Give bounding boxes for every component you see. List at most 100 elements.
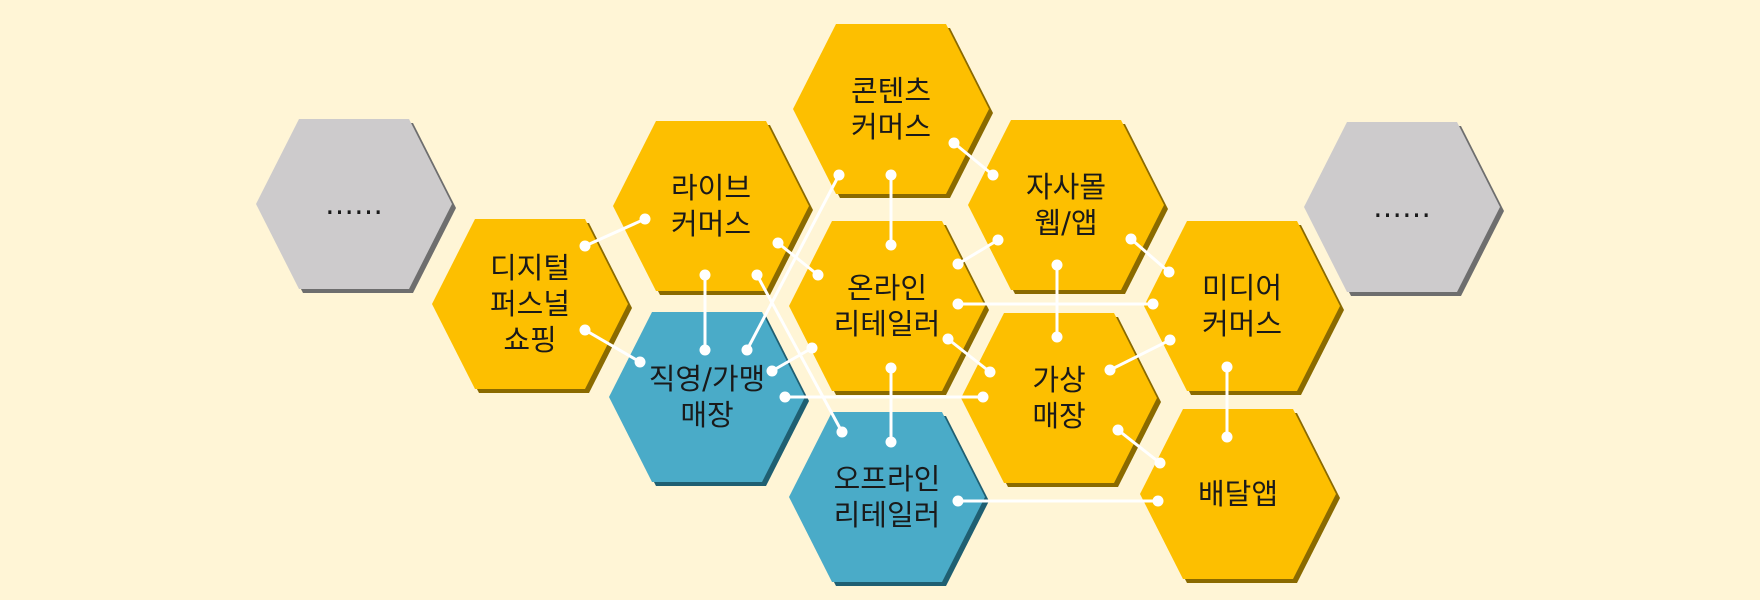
connector-endpoint-dot <box>766 365 778 377</box>
hex-shape <box>609 312 805 482</box>
connector-endpoint-dot <box>1051 331 1063 343</box>
connector-live-commerce-to-online-retailer <box>772 237 824 281</box>
connector-endpoint-dot <box>984 366 996 378</box>
hex-label-line: 가상 <box>1032 363 1085 397</box>
hex-shape <box>613 121 809 291</box>
connector-endpoint-dot <box>1221 361 1233 373</box>
hex-label-line: 매장 <box>680 398 733 432</box>
connector-endpoint-dot <box>1125 233 1137 245</box>
hex-shape <box>789 221 985 391</box>
connector-line <box>953 141 994 177</box>
hex-label-line: 디지털 <box>490 251 570 285</box>
hex-label-line: …… <box>1373 190 1431 224</box>
connector-endpoint-dot <box>952 495 964 507</box>
hex-label-line: 웹/앱 <box>1034 206 1097 240</box>
connector-endpoint-dot <box>806 342 818 354</box>
connector-endpoint-dot <box>812 269 824 281</box>
connector-endpoint-dot <box>992 234 1004 246</box>
hex-label-line: 라이브 <box>671 171 751 205</box>
hex-shape <box>793 24 989 194</box>
connector-endpoint-dot <box>885 362 897 374</box>
connector-endpoint-dot <box>942 333 954 345</box>
connector-endpoint-dot <box>885 169 897 181</box>
connector-endpoint-dot <box>836 426 848 438</box>
hex-label-line: 오프라인 <box>834 462 941 496</box>
connector-virtual-store-to-delivery-app <box>1112 424 1166 469</box>
connector-endpoint-dot <box>1104 364 1116 376</box>
connector-endpoint-dot <box>952 258 964 270</box>
connector-live-commerce-to-direct-franchise-store <box>699 269 711 356</box>
hex-label-line: 자사몰 <box>1026 170 1106 204</box>
connector-endpoint-dot <box>751 269 763 281</box>
connector-endpoint-dot <box>952 298 964 310</box>
hex-shape <box>1144 221 1340 391</box>
connector-own-mall-web-app-to-media-commerce <box>1125 233 1175 278</box>
connector-direct-franchise-store-to-online-retailer <box>766 342 818 377</box>
hex-shape <box>789 412 985 582</box>
connector-endpoint-dot <box>779 391 791 403</box>
hex-shape <box>961 313 1157 483</box>
connector-content-commerce-to-own-mall-web-app <box>948 137 999 181</box>
connector-line <box>957 238 999 266</box>
connector-content-commerce-to-online-retailer <box>885 169 897 251</box>
connector-endpoint-dot <box>1147 298 1159 310</box>
hex-label-line: 퍼스널 <box>490 287 570 321</box>
connector-endpoint-dot <box>634 356 646 368</box>
connector-line <box>771 346 813 373</box>
connector-digital-personal-shopping-to-direct-franchise-store <box>579 324 646 368</box>
hex-node-left-more: …… <box>256 119 456 293</box>
connector-endpoint-dot <box>741 344 753 356</box>
connector-layer <box>579 137 1233 507</box>
hex-label-line: 온라인 <box>847 271 927 305</box>
hex-label-line: 직영/가맹 <box>649 362 766 396</box>
connector-digital-personal-shopping-to-live-commerce <box>579 213 651 252</box>
hex-node-delivery-app: 배달앱 <box>1140 409 1340 583</box>
connector-line <box>777 241 819 277</box>
connector-endpoint-dot <box>699 269 711 281</box>
connector-endpoint-dot <box>1164 334 1176 346</box>
connector-endpoint-dot <box>579 324 591 336</box>
connector-endpoint-dot <box>885 239 897 251</box>
hex-shape <box>432 219 628 389</box>
connector-direct-franchise-store-to-virtual-store <box>779 391 989 403</box>
connector-line <box>584 328 641 364</box>
connector-endpoint-dot <box>639 213 651 225</box>
connector-online-retailer-to-offline-retailer <box>885 362 897 448</box>
hex-label-line: 매장 <box>1032 399 1085 433</box>
connector-online-retailer-to-virtual-store <box>942 333 996 378</box>
connector-endpoint-dot <box>579 240 591 252</box>
connector-line <box>947 337 991 374</box>
connector-virtual-store-to-media-commerce <box>1104 334 1176 376</box>
hex-label-line: 쇼핑 <box>503 323 556 357</box>
connector-offline-retailer-to-delivery-app <box>952 495 1164 507</box>
hex-label-line: 미디어 <box>1202 271 1282 305</box>
connector-online-retailer-to-media-commerce <box>952 298 1159 310</box>
connector-endpoint-dot <box>977 391 989 403</box>
connector-line <box>584 217 646 248</box>
connector-endpoint-dot <box>1152 495 1164 507</box>
hex-label-line: 커머스 <box>671 207 751 241</box>
hex-label-line: 콘텐츠 <box>851 74 931 108</box>
connector-endpoint-dot <box>987 169 999 181</box>
hex-shape <box>256 119 452 289</box>
hex-label-line: …… <box>325 187 383 221</box>
connector-endpoint-dot <box>948 137 960 149</box>
connector-endpoint-dot <box>833 169 845 181</box>
hex-shape <box>1140 409 1336 579</box>
hex-label-line: 리테일러 <box>834 307 941 341</box>
connector-endpoint-dot <box>1112 424 1124 436</box>
hex-label-line: 배달앱 <box>1198 477 1278 511</box>
connector-own-mall-web-app-to-virtual-store <box>1051 259 1063 343</box>
connector-endpoint-dot <box>772 237 784 249</box>
hexagon-layer: ……디지털퍼스널쇼핑라이브커머스직영/가맹매장콘텐츠커머스온라인리테일러오프라인… <box>256 24 1504 586</box>
hex-shape <box>1304 122 1500 292</box>
